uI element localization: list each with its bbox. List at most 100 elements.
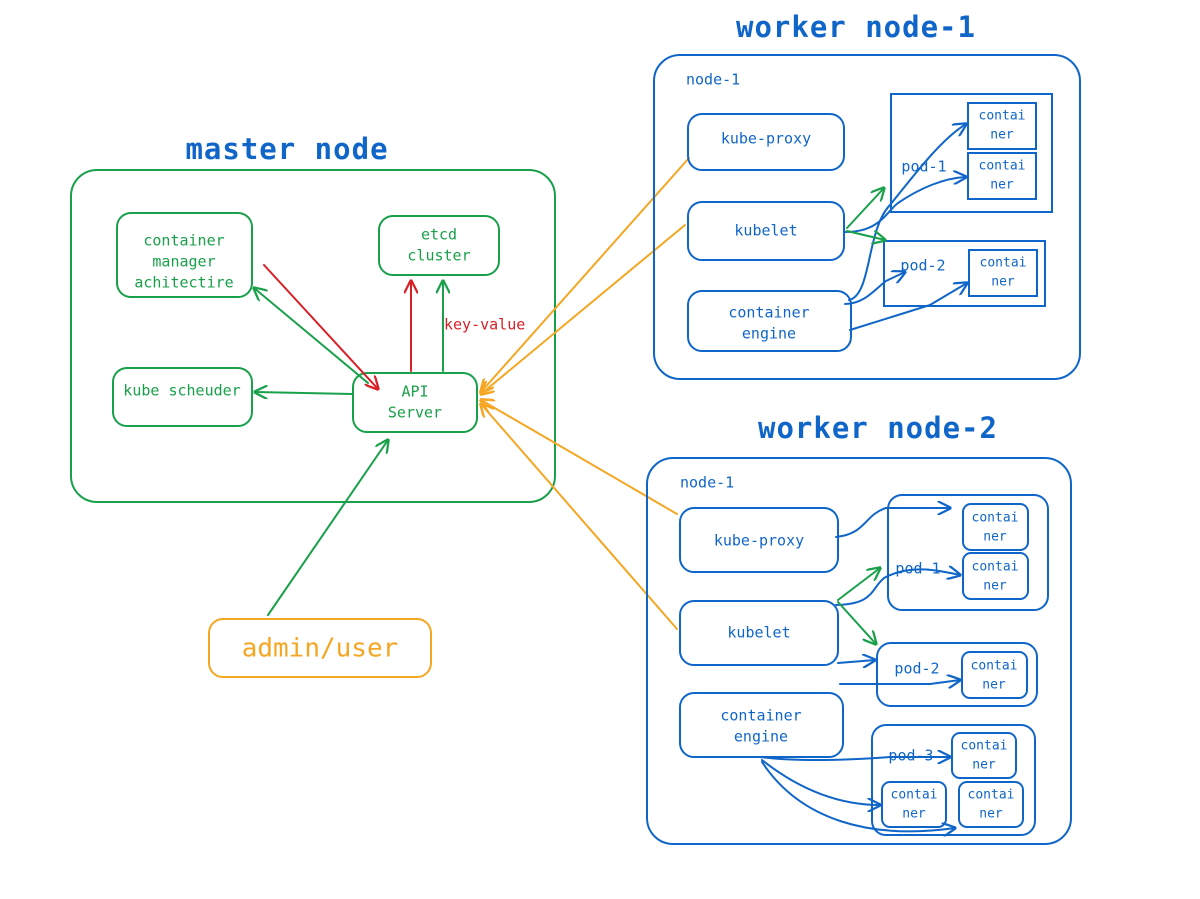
edge-worker1-kubeproxy-to-api-orange [481, 157, 690, 392]
kube-scheduler-label: kube scheuder [123, 382, 240, 400]
worker-node-1-title: worker node-1 [736, 10, 976, 44]
worker1-pod-2-container-1[interactable]: contai ner [968, 249, 1038, 297]
worker1-pod-1-container-1-line-2: ner [990, 128, 1014, 143]
worker2-kubelet-label: kubelet [727, 624, 790, 642]
worker1-pod-2-container-1-outline [968, 249, 1038, 297]
admin-user-outline [208, 618, 432, 678]
etcd-cluster-outline [378, 215, 500, 276]
edge-controller-manager-from-api-green [254, 288, 369, 384]
worker1-pod-2-outline [883, 240, 1046, 307]
kube-scheduler-box[interactable]: kube scheuder [112, 367, 253, 427]
worker2-pod-3-outline [871, 724, 1036, 836]
controller-manager-label-line-2: manager [152, 253, 215, 271]
worker1-edge-kubelet-to-pod1-green [846, 188, 884, 229]
worker2-kube-proxy-label: kube-proxy [714, 532, 804, 550]
worker2-pod-3-container-3[interactable]: contai ner [958, 781, 1024, 828]
worker1-pod-1-container-2[interactable]: contai ner [967, 152, 1037, 200]
worker1-pod-1-container-2-line-1: contai [979, 159, 1026, 174]
worker2-pod-3-container-3-outline [958, 781, 1024, 828]
worker2-pod-3-container-2-outline [881, 781, 947, 828]
worker2-pod-1-container-2-line-1: contai [972, 560, 1019, 575]
worker2-pod-3-container-1[interactable]: contai ner [951, 732, 1017, 779]
worker2-pod-2-label: pod-2 [894, 660, 939, 678]
worker1-edge-engine-to-pod1-container1 [848, 124, 966, 301]
worker2-pod-1-container-2[interactable]: contai ner [962, 552, 1029, 600]
etcd-cluster-label-line-2: cluster [407, 247, 470, 265]
worker1-kube-proxy-outline [687, 113, 845, 171]
worker2-pod-3-label: pod-3 [888, 747, 933, 765]
worker2-pod-1-outline [887, 494, 1049, 611]
worker2-container-engine-label-line-1: container [720, 707, 801, 725]
worker2-pod-2[interactable]: pod-2 contai ner [876, 642, 1038, 707]
worker1-container-engine-outline [687, 290, 852, 352]
controller-manager-label-line-1: container [143, 232, 224, 250]
worker2-kubelet-box[interactable]: kubelet [679, 600, 839, 666]
worker2-pod-2-container-1[interactable]: contai ner [961, 651, 1028, 699]
worker2-pod-2-container-1-line-2: ner [982, 678, 1006, 693]
worker2-pod-1-container-2-line-2: ner [983, 579, 1007, 594]
worker2-pod-3-container-2[interactable]: contai ner [881, 781, 947, 828]
worker1-pod-2-container-1-line-2: ner [991, 275, 1015, 290]
worker2-pod-3-container-2-line-1: contai [891, 788, 938, 803]
controller-manager-outline [116, 212, 253, 298]
worker1-pod-2[interactable]: pod-2 contai ner [883, 240, 1046, 307]
etcd-cluster-box[interactable]: etcd cluster [378, 215, 500, 276]
worker2-pod-2-outline [876, 642, 1038, 707]
admin-user-box[interactable]: admin/user [208, 618, 432, 678]
worker2-pod-1-container-1[interactable]: contai ner [962, 503, 1029, 551]
etcd-cluster-label-line-1: etcd [421, 226, 457, 244]
worker2-edge-engine-to-pod2-box [837, 660, 875, 663]
worker1-kubelet-box[interactable]: kubelet [687, 201, 845, 261]
worker2-pod-3-container-1-outline [951, 732, 1017, 779]
worker2-pod-3-container-2-line-2: ner [902, 807, 926, 822]
worker2-container-engine-box[interactable]: container engine [679, 692, 844, 758]
worker-node-2-group: node-1 kube-proxy kubelet container engi… [646, 457, 1072, 845]
worker-node-2-boundary [646, 457, 1072, 845]
worker2-container-engine-label-line-2: engine [734, 728, 788, 746]
worker-node-2-title: worker node-2 [758, 411, 998, 445]
worker2-container-engine-outline [679, 692, 844, 758]
worker2-pod-1[interactable]: pod-1 contai ner contai ner [887, 494, 1049, 611]
worker2-pod-1-container-1-outline [962, 503, 1029, 551]
worker1-pod-1-label: pod-1 [901, 158, 946, 176]
worker1-pod-1-outline [890, 93, 1053, 213]
edge-admin-to-api-green [267, 440, 388, 616]
worker1-kube-proxy-label: kube-proxy [721, 130, 811, 148]
worker1-pod-1[interactable]: pod-1 contai ner contai ner [890, 93, 1053, 213]
api-server-outline [352, 372, 478, 433]
worker1-pod-1-container-2-outline [967, 152, 1037, 200]
api-server-label-line-2: Server [388, 404, 442, 422]
worker2-pod-1-container-2-outline [962, 552, 1029, 600]
master-node-boundary [70, 169, 556, 503]
worker1-pod-1-container-1[interactable]: contai ner [967, 102, 1037, 150]
worker1-kube-proxy-box[interactable]: kube-proxy [687, 113, 845, 171]
worker2-kube-proxy-box[interactable]: kube-proxy [679, 507, 839, 573]
edge-worker1-kubelet-to-api-orange [481, 224, 686, 394]
orange-control-edges [481, 157, 690, 630]
worker-node-1-group: node-1 kube-proxy kubelet container engi… [653, 54, 1081, 380]
worker2-pod-3-container-3-line-1: contai [968, 788, 1015, 803]
worker1-kubelet-outline [687, 201, 845, 261]
worker1-pod-1-container-2-line-2: ner [990, 178, 1014, 193]
worker2-pod-1-container-1-line-1: contai [972, 511, 1019, 526]
api-server-box[interactable]: API Server [352, 372, 478, 433]
worker2-edge-engine-to-pod1-container1 [835, 508, 950, 538]
worker2-edge-engine-to-pod3-container1 [759, 757, 950, 760]
admin-user-label: admin/user [242, 634, 399, 664]
worker1-pod-1-container-1-line-1: contai [979, 109, 1026, 124]
worker1-container-engine-box[interactable]: container engine [687, 290, 852, 352]
worker2-pod-2-container-1-line-1: contai [971, 659, 1018, 674]
edge-worker2-kubelet-to-api-orange [481, 404, 678, 630]
worker-node-1-boundary [653, 54, 1081, 380]
worker2-edge-engine-to-pod3-container3 [761, 761, 955, 831]
worker2-pod-3-container-3-line-2: ner [979, 807, 1003, 822]
controller-manager-box[interactable]: container manager achitectire [116, 212, 253, 298]
controller-manager-label-line-3: achitectire [134, 274, 233, 292]
worker1-edge-engine-to-pod1-container2 [844, 177, 966, 233]
worker2-kubelet-outline [679, 600, 839, 666]
worker2-pod-3[interactable]: pod-3 contai ner contai ner contai ner [871, 724, 1036, 836]
api-server-label-line-1: API [401, 383, 428, 401]
worker2-edge-kubelet-to-pod2-green [837, 601, 876, 644]
key-value-edge-label: key-value [444, 316, 525, 334]
